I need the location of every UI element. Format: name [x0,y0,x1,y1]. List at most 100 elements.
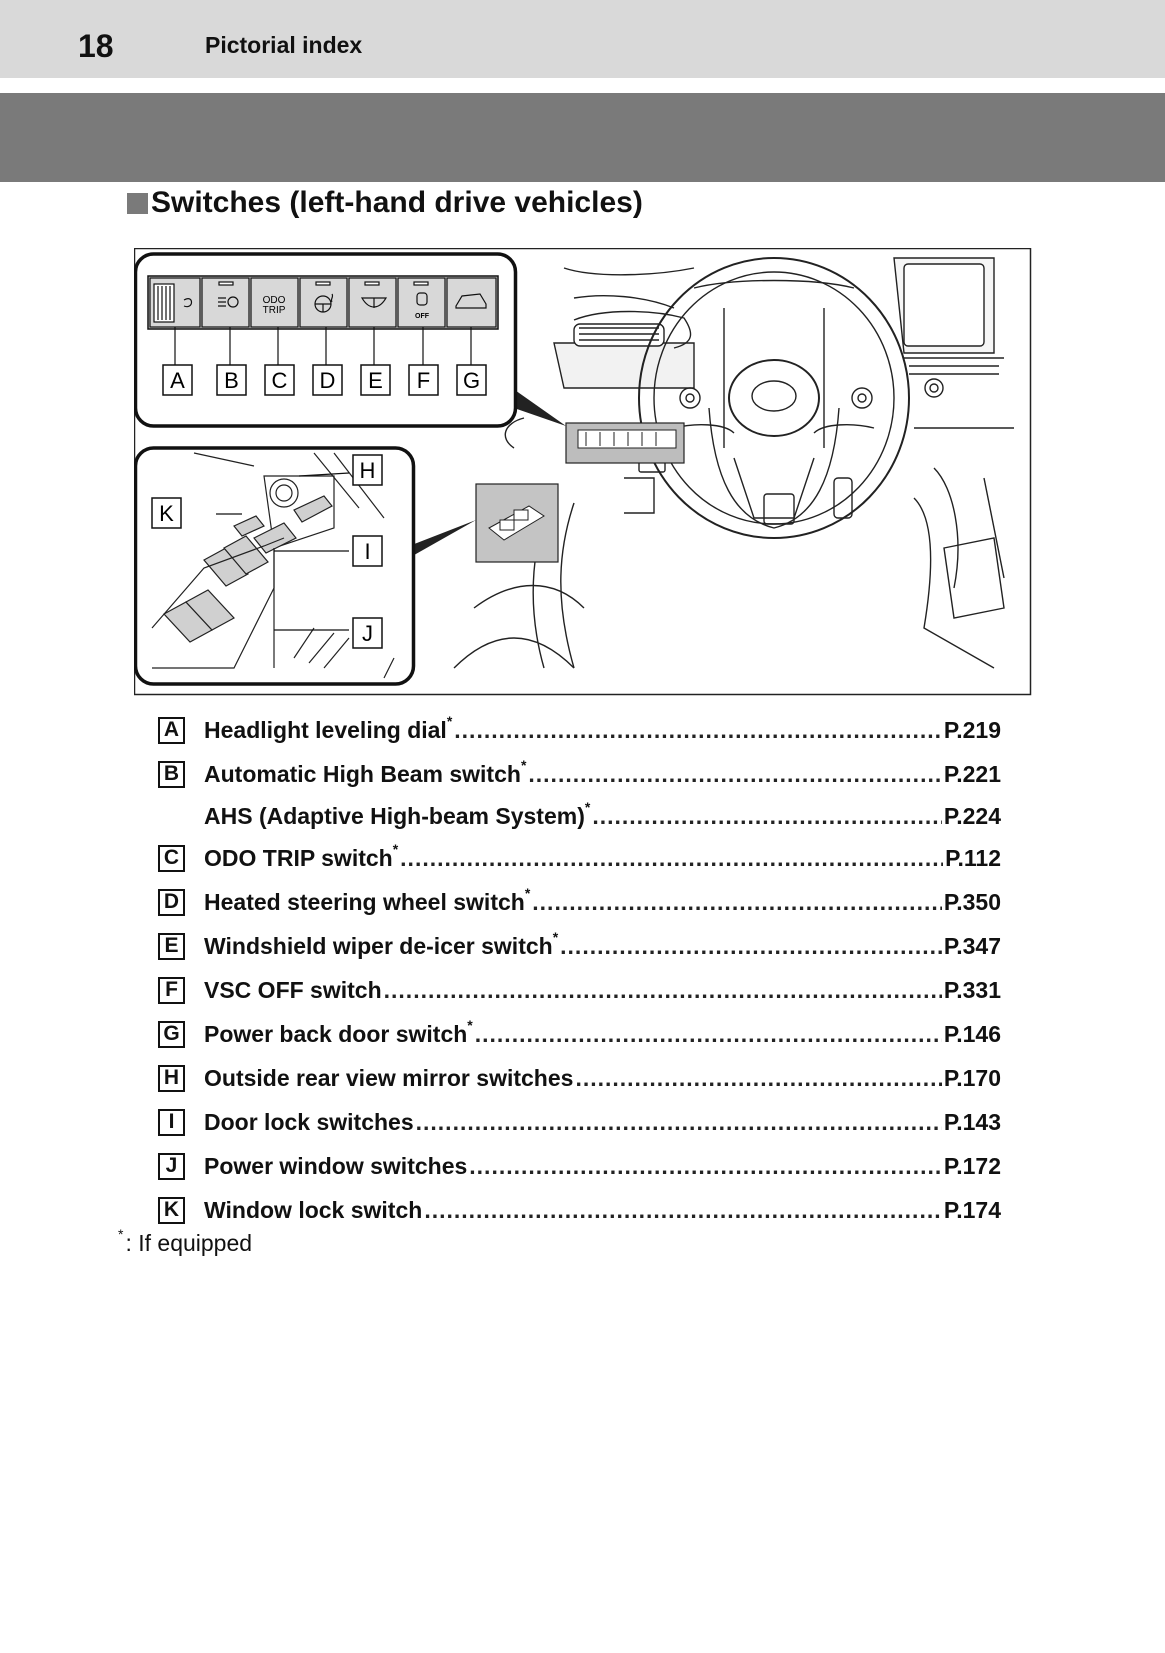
list-item: I Door lock switches ...................… [158,1100,1001,1144]
entry-label: Outside rear view mirror switches [204,1064,574,1091]
entry-letter: H [158,1064,185,1092]
entry-label: Heated steering wheel switch [204,888,525,915]
page-reference-link[interactable]: P.112 [945,844,1001,871]
switches-illustration: ODO TRIP OFF A B C D E F G [134,248,1032,696]
callout-e: E [368,368,383,393]
list-item: F VSC OFF switch .......................… [158,968,1001,1012]
callout-j: J [362,621,373,646]
leader-dots: ........................................… [400,844,944,871]
callout-k: K [159,501,174,526]
page-number: 18 [78,28,114,64]
list-item: A Headlight leveling dial* .............… [158,708,1001,752]
page-reference-link[interactable]: P.143 [943,1108,1001,1135]
leader-dots: ........................................… [575,1064,942,1091]
entry-label: AHS (Adaptive High-beam System) [204,802,585,829]
asterisk: * [524,884,531,901]
leader-dots: ........................................… [454,716,942,743]
entry-label: Window lock switch [204,1196,423,1223]
entry-letter: J [158,1152,185,1180]
callout-boxes-bottom [151,454,383,649]
entry-label: Door lock switches [204,1108,414,1135]
page-reference-link[interactable]: P.219 [943,716,1001,743]
list-item: B Automatic High Beam switch* ..........… [158,752,1001,796]
entry-label: Power back door switch [204,1020,468,1047]
list-item: D Heated steering wheel switch* ........… [158,880,1001,924]
list-item: K Window lock switch ...................… [158,1188,1001,1232]
entry-letter: E [158,932,185,960]
leader-dots: ........................................… [415,1108,942,1135]
vsc-off-label: OFF [415,313,430,320]
page-reference-link[interactable]: P.172 [943,1152,1001,1179]
leader-dots: ........................................… [528,760,942,787]
entry-label: Power window switches [204,1152,468,1179]
section-square-icon [127,192,148,214]
asterisk: * [467,1016,473,1033]
page-reference-link[interactable]: P.170 [943,1064,1001,1091]
entry-label: ODO TRIP switch [204,844,393,871]
switch-row [149,277,497,328]
page-reference-link[interactable]: P.174 [943,1196,1001,1223]
entry-letter: F [158,976,185,1004]
footnote: *: If equipped [118,1226,253,1257]
door-switch-highlight [475,483,559,563]
entry-letter: C [158,844,185,872]
page-reference-link[interactable]: P.224 [943,802,1001,829]
callout-c: C [272,368,288,393]
leader-dots: ........................................… [474,1020,942,1047]
entry-label: Automatic High Beam switch [204,760,521,787]
list-item: E Windshield wiper de-icer switch* .....… [158,924,1001,968]
section-band [0,93,1165,182]
entry-letter: I [158,1108,185,1136]
list-item: H Outside rear view mirror switches ....… [158,1056,1001,1100]
page-reference-link[interactable]: P.146 [943,1020,1001,1047]
entry-label: Windshield wiper de-icer switch [204,932,553,959]
leader-dots: ........................................… [469,1152,942,1179]
header-bar [0,0,1165,78]
leader-dots: ........................................… [424,1196,942,1223]
callout-f: F [417,368,430,393]
callout-boxes-top [162,364,487,396]
footnote-mark: * [118,1226,124,1242]
page-reference-link[interactable]: P.350 [943,888,1001,915]
leader-dots: ........................................… [560,932,942,959]
entry-label: Headlight leveling dial [204,716,447,743]
asterisk: * [520,756,527,773]
entry-label: VSC OFF switch [204,976,382,1003]
list-item: G Power back door switch* ..............… [158,1012,1001,1056]
leader-dots: ........................................… [532,888,942,915]
leader-dots: ........................................… [383,976,942,1003]
odo-label-bottom: TRIP [263,305,286,316]
callout-g: G [463,368,480,393]
odo-label-top: ODO [263,295,286,306]
entry-letter: B [158,760,185,788]
footnote-text: : If equipped [125,1230,253,1256]
list-item: AHS (Adaptive High-beam System)* .......… [158,796,1001,836]
callout-b: B [224,368,239,393]
section-title-text: Switches (left-hand drive vehicles) [151,186,643,219]
leader-dots: ........................................… [592,802,942,829]
page-reference-link[interactable]: P.221 [943,760,1001,787]
switch-index-list: A Headlight leveling dial* .............… [158,708,1001,1232]
entry-letter: A [158,716,185,744]
entry-letter: G [158,1020,185,1048]
car-interior-drawing [453,257,1014,669]
entry-letter: K [158,1196,185,1224]
asterisk: * [552,928,559,945]
door-switch-drawing [151,452,395,679]
page-reference-link[interactable]: P.347 [943,932,1001,959]
list-item: C ODO TRIP switch* .....................… [158,836,1001,880]
section-title: Switches (left-hand drive vehicles) [127,186,643,220]
asterisk: * [446,712,453,729]
page-reference-link[interactable]: P.331 [943,976,1001,1003]
asterisk: * [584,798,591,815]
callout-h: H [360,458,376,483]
door-callout-lines [216,472,350,631]
list-item: J Power window switches ................… [158,1144,1001,1188]
asterisk: * [392,840,399,857]
callout-d: D [320,368,336,393]
callout-i: I [364,539,370,564]
header-title: Pictorial index [205,32,363,58]
entry-letter: D [158,888,185,916]
callout-lines [174,327,472,365]
callout-a: A [170,368,185,393]
